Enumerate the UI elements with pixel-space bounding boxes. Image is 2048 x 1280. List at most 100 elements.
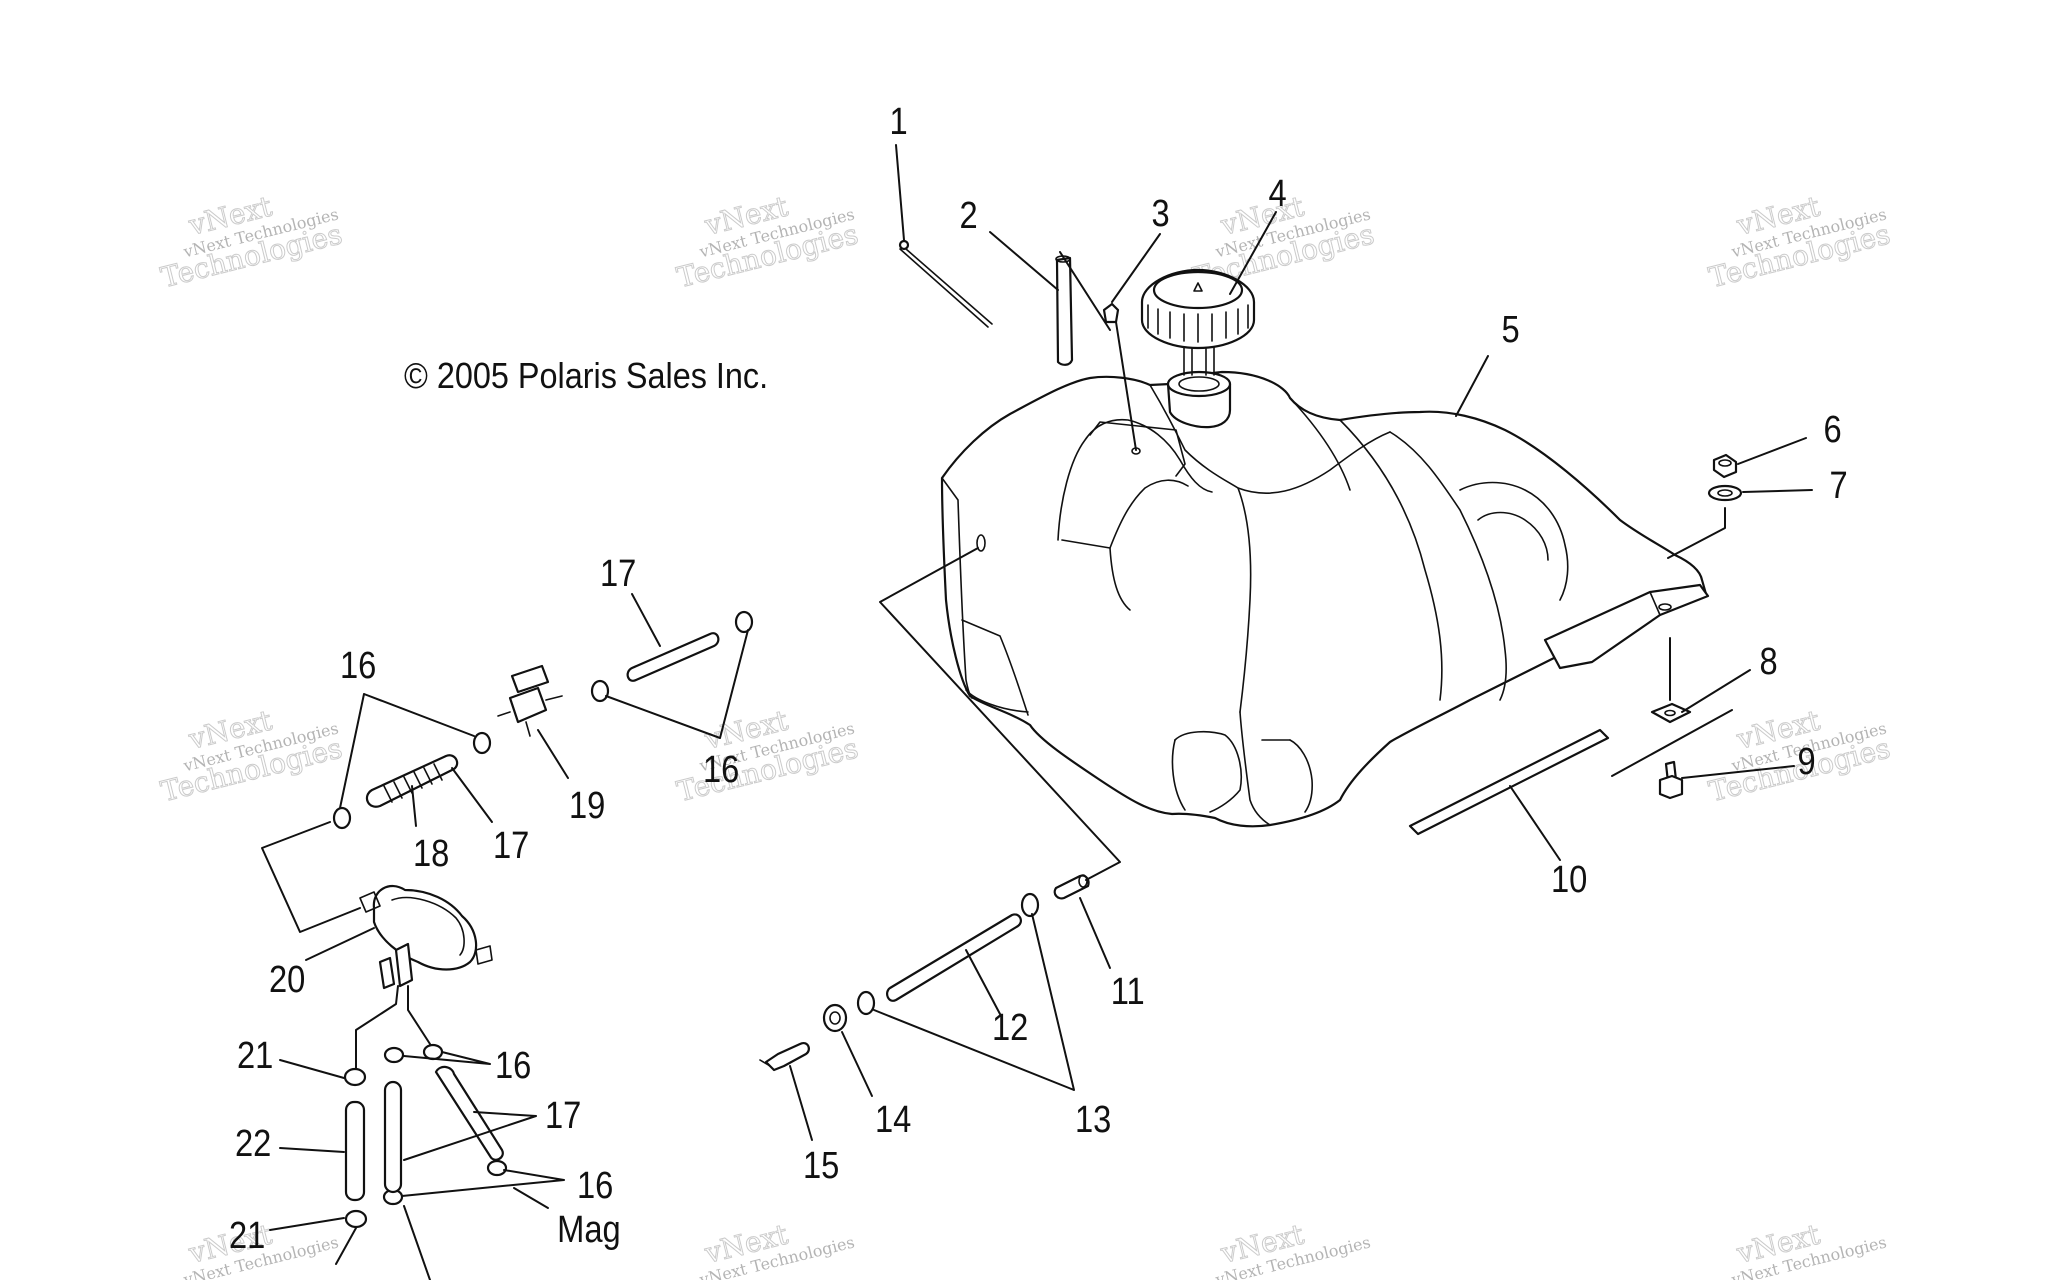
hose-clamp [1020,892,1040,918]
fuel-tank-contour [1239,711,1271,826]
hose-clamp-21 [344,1209,368,1229]
callout-16-upper-right: 16 [703,748,739,791]
flange-mount-hole [1658,603,1672,611]
watermark: vNext vNext Technologies Technologies [673,189,862,295]
hose-clamp [332,806,352,830]
callout-2: 2 [959,194,977,237]
grommet-hole [829,1011,841,1025]
mount-plate-hole [1664,709,1676,717]
fuel-hose-17 [434,1065,504,1161]
strap-part [1408,728,1610,836]
fuel-cap-part [1140,268,1256,376]
callout-19: 19 [569,784,605,827]
callout-5: 5 [1501,308,1519,351]
fuel-hose-22 [344,1100,366,1202]
rubber-strap [1408,728,1610,836]
leader-17-lower [403,1111,537,1161]
watermark: vNext vNext Technologies Technologies [157,703,346,809]
watermark: vNext vNext Technologies Technologies [1705,189,1894,295]
leader-20 [305,927,375,961]
leader-8 [1681,669,1751,713]
leader-7 [1742,489,1813,493]
fuel-line-part [886,913,1022,1002]
bolt-head [1658,774,1684,800]
leader-22 [279,1147,345,1153]
fuel-pump-nozzle [394,942,414,988]
fuel-valve-lever [510,664,550,694]
leader-16-bottom [401,1169,565,1197]
clamps-21-part [343,1067,368,1229]
hose-clamp [383,1046,405,1064]
leader-7-drop [1667,507,1726,559]
hose-clamp-part [856,892,1040,1016]
fuel-hose-17-upper-part [626,632,720,682]
leader-tank-bracket [879,547,1121,881]
fuel-tank-rear-scoop [1477,511,1549,561]
watermark-layer: vNext vNext Technologies Technologies vN… [157,189,1894,1280]
callout-6: 6 [1823,408,1841,451]
fuel-tank-lower-pocket [1171,739,1186,811]
clip-head [898,239,910,251]
copyright-notice: © 2005 Polaris Sales Inc. [404,356,768,396]
hose-clamp [486,1159,508,1177]
grommet-part [822,1003,848,1033]
callout-13: 13 [1075,1098,1111,1141]
watermark: vNext vNext Technologies [1213,1217,1373,1280]
fuel-pump-part [359,884,493,990]
hose-clamp [734,610,754,634]
fuel-valve-part [497,664,563,737]
callout-14: 14 [875,1098,911,1141]
magneto-side-label: Mag [557,1208,621,1251]
fuel-tank-rear-scoop [1459,481,1569,601]
leader-16-upper-right [605,629,749,739]
fuel-cap-arrow [1193,282,1203,292]
leader-16-upper-left [339,693,475,809]
callout-15: 15 [803,1144,839,1187]
tank-fitting-barb [759,1059,771,1067]
leader-16-lower [403,1051,491,1065]
fuel-tank-saddle-top [1089,421,1186,477]
fuel-hose-17 [626,632,720,682]
leader-14 [841,1031,873,1097]
fuel-tank-contour [1339,419,1443,701]
mount-plate-part [1650,702,1692,724]
fuel-tank-mounting-flange [1649,591,1661,616]
washer-part [1707,484,1743,502]
callout-labels: 1 2 3 4 5 6 7 8 9 10 11 12 13 14 15 16 1… [229,100,1848,1257]
leader-11 [1079,897,1111,969]
washer-hole [1717,489,1733,497]
clip-strap [899,248,993,328]
leader-pump-drop [355,985,431,1069]
fuel-valve-nipple [497,695,563,737]
mount-bolt-part [1658,760,1684,800]
hose-clamp [856,990,876,1016]
leader-15 [789,1065,813,1141]
leader-6 [1737,437,1807,465]
callout-17-upper: 17 [600,552,636,595]
fuel-tank-saddle-ridge [1109,547,1131,611]
leader-4 [1229,211,1277,295]
callout-9: 9 [1797,740,1815,783]
mount-plate [1650,702,1692,724]
callout-4: 4 [1268,172,1286,215]
leader-21-upper [279,1059,345,1079]
callout-1: 1 [889,100,907,143]
vent-valve [1102,302,1120,324]
vent-line-clip-part [898,239,993,328]
fuel-tank-contour [1237,431,1391,494]
nut-part [1712,453,1738,479]
fuel-hoses-lower-part [344,1065,504,1202]
leader-lines [261,144,1813,1280]
leader-2-bracket [1059,251,1111,331]
filler-neck-opening [1166,370,1232,398]
leader-17-mid [451,767,493,823]
fuel-tank-part [940,370,1710,828]
fuel-outlet-hole [976,534,986,552]
watermark: vNext vNext Technologies Technologies [157,189,346,295]
ribbed-fuel-hose [365,754,459,808]
vent-hose [1055,256,1074,366]
leader-18 [411,785,417,827]
hose-clamp-21 [343,1067,367,1087]
